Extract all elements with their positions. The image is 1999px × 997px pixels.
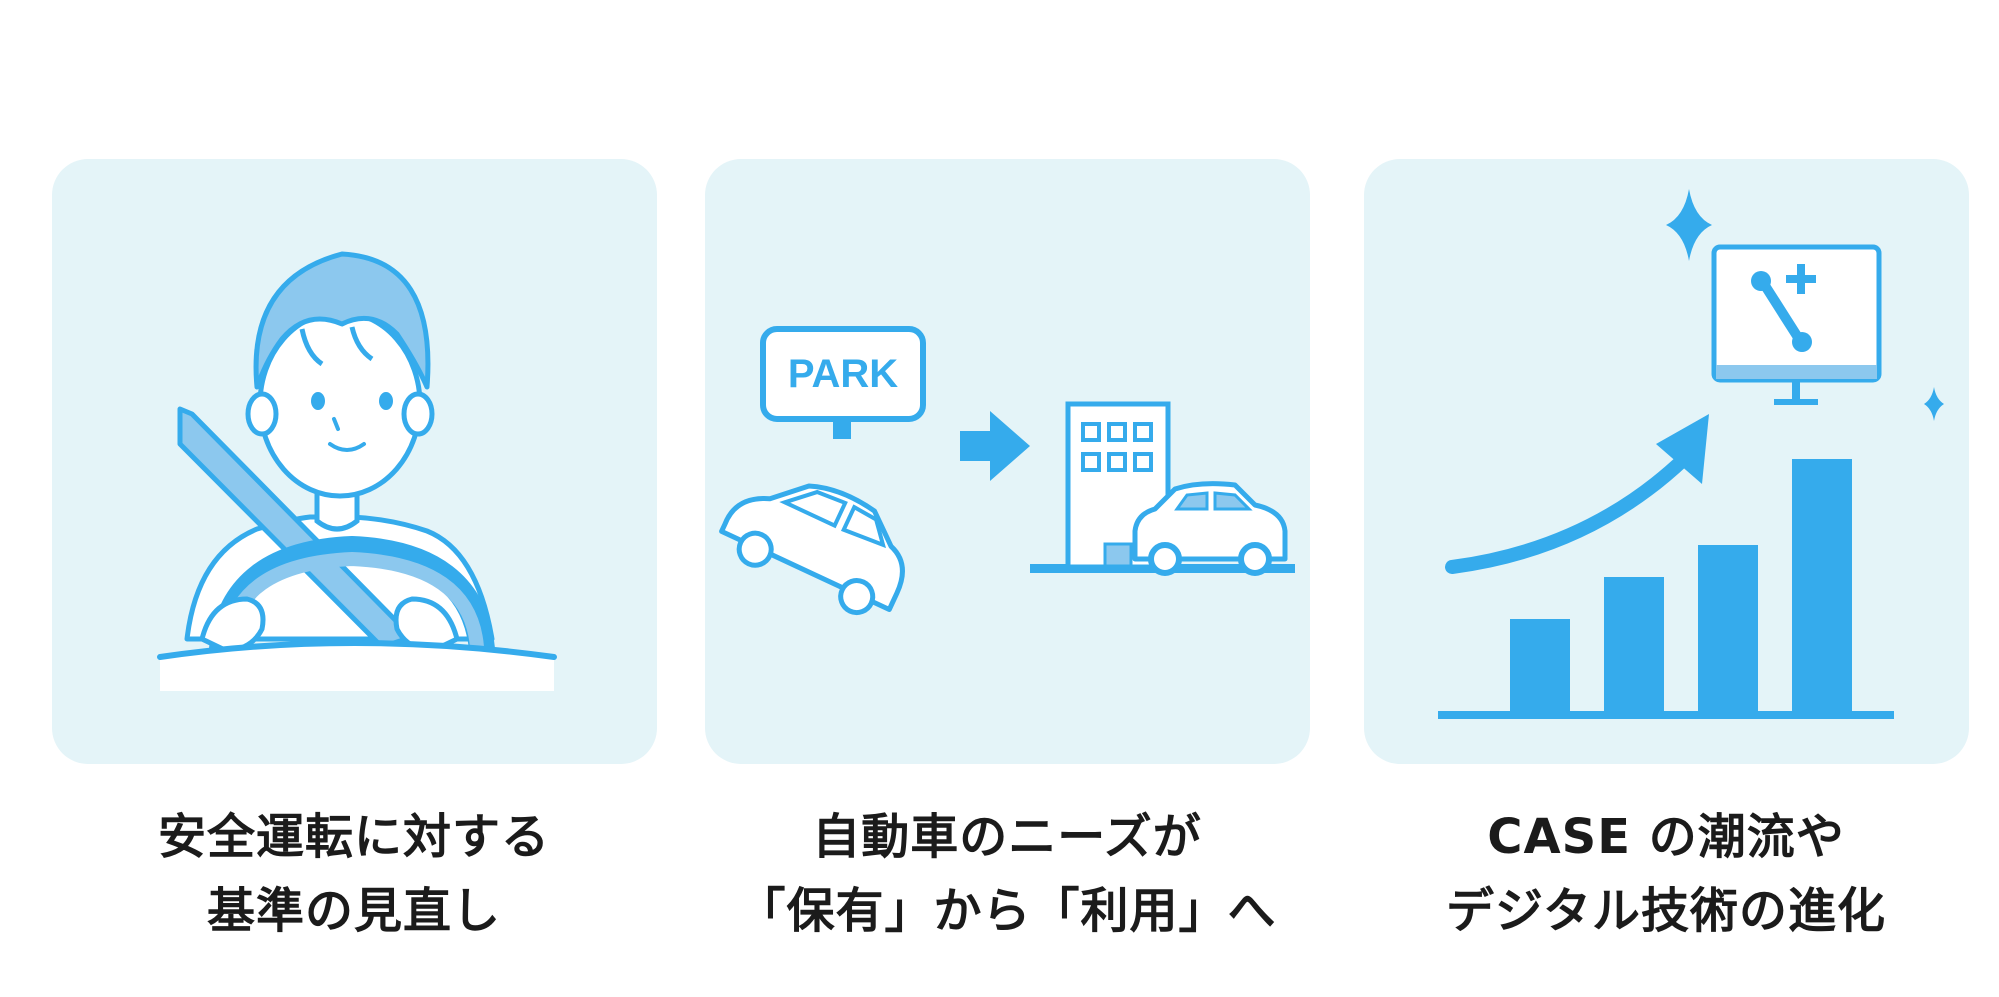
tools-icon — [1751, 264, 1816, 352]
chart-bar — [1604, 577, 1664, 711]
chart-baseline — [1438, 711, 1894, 719]
parked-car — [719, 483, 905, 616]
hair — [253, 251, 431, 390]
parking-sign-text: PARK — [788, 352, 898, 396]
chart-bar — [1698, 545, 1758, 711]
eye — [311, 392, 325, 410]
caption-line: 安全運転に対する — [157, 809, 550, 865]
sharing-car — [1132, 481, 1288, 576]
card-ownership-to-usage: PARK — [705, 159, 1310, 764]
arrow-head-icon — [1656, 414, 1709, 484]
sparkle-icon — [1666, 189, 1712, 261]
growth-arrow — [1445, 452, 1691, 574]
dashboard — [157, 640, 557, 660]
growth-chart-monitor-illustration — [1438, 189, 1944, 719]
caption-ownership-to-usage: 自動車のニーズが 「保有」から「利用」へ — [677, 800, 1337, 948]
chart-bar — [1510, 619, 1570, 711]
eye — [379, 392, 393, 410]
caption-line: CASE の潮流や — [1487, 809, 1845, 865]
caption-line: 「保有」から「利用」へ — [737, 883, 1277, 939]
monitor — [1711, 244, 1882, 383]
caption-safe-driving: 安全運転に対する 基準の見直し — [24, 800, 684, 948]
parking-to-carsharing-illustration: PARK — [719, 326, 1295, 616]
caption-line: 基準の見直し — [206, 883, 501, 939]
right-arrow-icon — [960, 411, 1030, 481]
caption-line: 自動車のニーズが — [812, 809, 1202, 865]
sparkle-icon — [1924, 387, 1944, 421]
parking-sign — [760, 326, 926, 422]
card-case-digital — [1364, 159, 1969, 764]
caption-case-digital: CASE の潮流や デジタル技術の進化 — [1336, 800, 1996, 948]
caption-line: デジタル技術の進化 — [1445, 883, 1887, 939]
driver-seatbelt-illustration — [157, 251, 557, 691]
card-safe-driving — [52, 159, 657, 764]
chart-bar — [1792, 459, 1852, 711]
